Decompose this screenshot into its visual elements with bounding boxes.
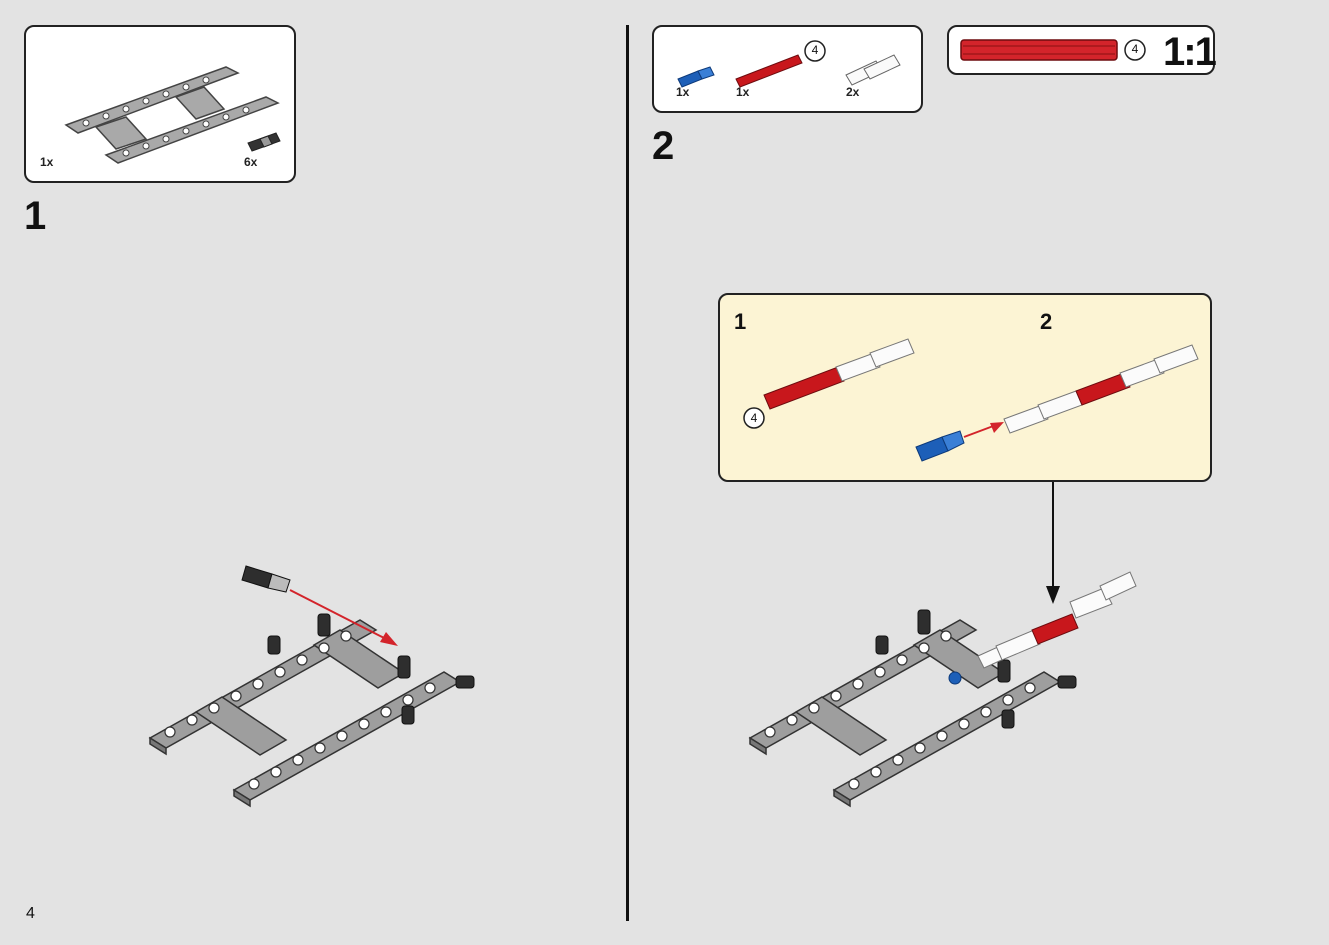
step2-parts-box: 4 1x 1x 2x [652,25,923,113]
axle-scale-icon [960,39,1146,61]
beam-frame-part-icon [64,66,280,164]
scale-ratio: 1:1 [1163,30,1217,74]
sub-step-1-axle-label: 4 [750,411,758,425]
axle-length-label: 4 [811,43,819,57]
scale-box: 4 1:1 [947,25,1217,75]
axle-red-part-icon [735,54,803,88]
pin-black-part-icon [247,132,281,152]
beam-frame-qty: 1x [40,155,54,169]
step2-number: 2 [652,124,675,168]
page-divider [626,25,629,921]
step1-parts-box: 1x 6x [24,25,296,183]
sub-step-1-number: 1 [734,309,747,334]
sub-assembly-callout: 1 2 4 [718,293,1212,482]
scale-length-label: 4 [1131,42,1139,56]
sub-step-illustrations [743,338,1199,462]
pin-blue-part-icon [677,66,715,88]
connector-white-qty: 2x [846,85,860,99]
step1-assembly-illustration [148,565,475,808]
pin-black-qty: 6x [244,155,258,169]
page-number: 4 [26,905,35,922]
pin-blue-qty: 1x [676,85,690,99]
connector-white-part-icon [845,54,901,86]
axle-length-badge [804,40,826,62]
step1-number: 1 [24,194,47,238]
axle-red-qty: 1x [736,85,750,99]
sub-step-2-number: 2 [1040,309,1053,334]
